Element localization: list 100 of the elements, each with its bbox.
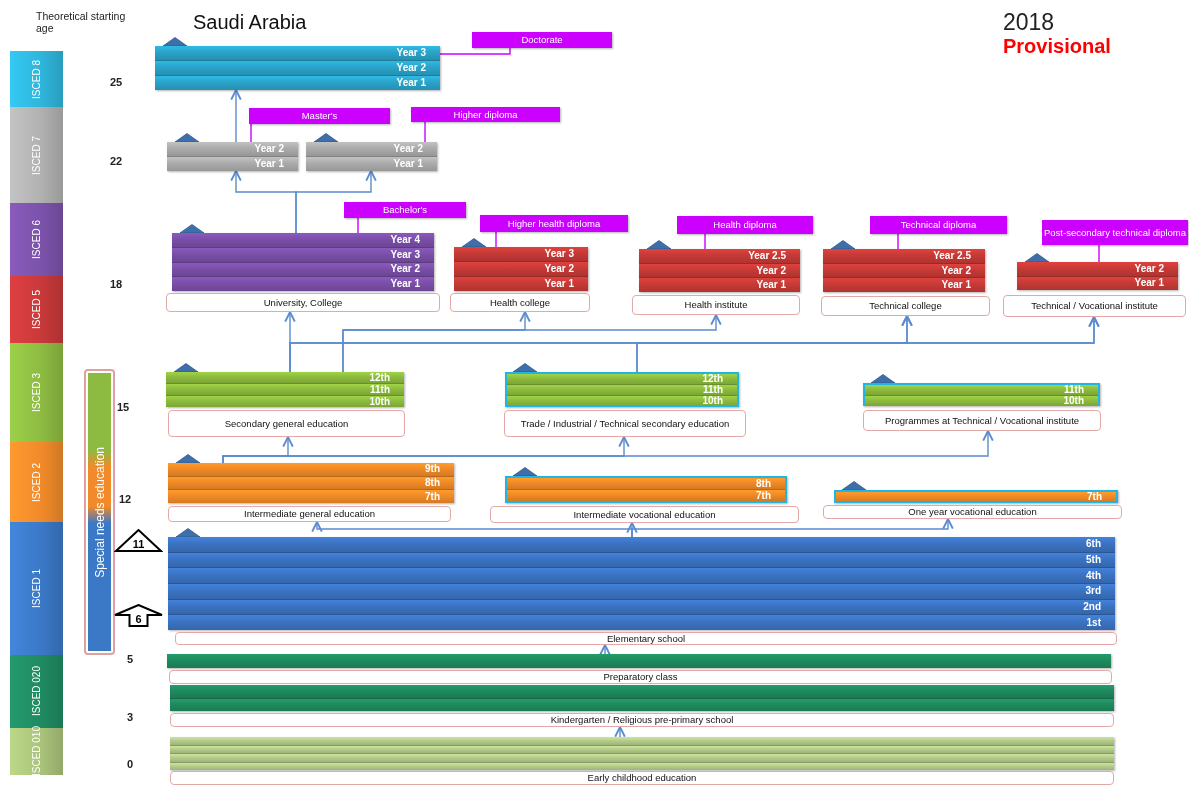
status-label: Provisional [1003, 35, 1111, 57]
programme-name-box: Technical college [821, 296, 990, 316]
programme-bar-stack [306, 133, 437, 171]
grade-row: 3rd [168, 584, 1115, 600]
grade-row: Year 4 [172, 233, 434, 248]
arrow [295, 170, 377, 234]
arrow [631, 518, 954, 538]
programme-bar-stack [454, 238, 588, 291]
grade-row: Year 1 [167, 157, 298, 171]
programme-bar-stack [170, 737, 1114, 770]
grade-row: 10th [166, 396, 404, 407]
age-label: 25 [110, 76, 123, 89]
connector-line [424, 121, 426, 143]
grade-row: 12th [166, 372, 404, 384]
grade-row: 7th [168, 490, 454, 503]
programme-bar-stack [639, 240, 800, 292]
grade-row: 8th [507, 478, 785, 490]
grade-row: 9th [168, 463, 454, 477]
programme-bar-stack [505, 467, 787, 503]
programme-bar-stack [167, 654, 1111, 668]
programme-bar-stack [155, 37, 440, 90]
programme-name-box: Intermediate general education [168, 506, 451, 522]
arrow [636, 316, 1100, 373]
arrow [614, 726, 626, 738]
programme-name-box: Health college [450, 293, 590, 312]
year-label: 2018 [1003, 10, 1055, 36]
grade-row: 10th [507, 396, 737, 406]
qualification-tag: Bachelor's [344, 202, 466, 218]
special-needs-bar: Special needs education [84, 369, 115, 655]
grade-row: 10th [865, 396, 1098, 406]
programme-name-box: Preparatory class [169, 670, 1112, 684]
isced-level-band: ISCED 3 [10, 343, 63, 442]
isced-level-band: ISCED 2 [10, 442, 63, 522]
programme-bar-stack [1017, 253, 1178, 290]
isced-level-band: ISCED 7 [10, 107, 63, 203]
grade-row: Year 1 [454, 277, 588, 291]
grade-row: 6th [168, 537, 1115, 553]
isced-level-band: ISCED 1 [10, 522, 63, 655]
grade-row: 12th [507, 374, 737, 385]
qualification-tag: Master's [249, 108, 390, 124]
arrow [230, 89, 242, 143]
programme-bar-stack [167, 133, 298, 171]
age-label: 0 [127, 758, 134, 771]
age-label: 15 [117, 401, 130, 414]
programme-bar-stack [834, 481, 1118, 503]
grade-row: Year 1 [639, 278, 800, 292]
programme-name-box: Secondary general education [168, 410, 405, 437]
grade-row: Year 2 [167, 142, 298, 157]
grade-row: Year 1 [306, 157, 437, 171]
grade-row: Year 3 [454, 247, 588, 262]
programme-bar-stack [166, 363, 404, 407]
arrow [599, 644, 611, 656]
grade-row: 7th [507, 490, 785, 501]
diagram-title: Saudi Arabia [193, 11, 307, 33]
programme-name-box: Technical / Vocational institute [1003, 295, 1186, 317]
isced-level-band: ISCED 8 [10, 51, 63, 107]
grade-row: Year 3 [155, 46, 440, 61]
grade-row: Year 1 [155, 76, 440, 90]
programme-bar-stack [823, 240, 985, 292]
grade-row: 11th [166, 384, 404, 396]
axis-title: Theoretical starting age [36, 11, 126, 35]
grade-row: Year 2.5 [823, 249, 985, 264]
connector-line [250, 123, 252, 143]
qualification-tag: Technical diploma [870, 216, 1007, 234]
compulsory-age-marker: 6 [114, 604, 163, 627]
qualification-tag: Higher diploma [411, 107, 560, 122]
programme-name-box: Health institute [632, 295, 800, 315]
programme-bar-stack [172, 224, 434, 291]
grade-row: 11th [865, 385, 1098, 396]
grade-row: 4th [168, 568, 1115, 584]
arrow [342, 314, 722, 373]
programme-bar-stack [170, 685, 1114, 711]
programme-name-box: Intermediate vocational education [490, 506, 799, 523]
isced-level-band: ISCED 6 [10, 203, 63, 276]
programme-name-box: University, College [166, 293, 440, 312]
programme-bar-stack [863, 374, 1100, 406]
compulsory-age-marker: 11 [114, 529, 163, 552]
programme-name-box: Elementary school [175, 632, 1117, 645]
qualification-tag: Higher health diploma [480, 215, 628, 232]
connector-line [439, 47, 511, 55]
grade-row: Year 2 [454, 262, 588, 277]
grade-row: Year 2.5 [639, 249, 800, 264]
isced-level-band: ISCED 010 [10, 728, 63, 775]
connector-line [704, 233, 706, 250]
grade-row: 1st [168, 615, 1115, 631]
grade-row: 7th [836, 492, 1116, 502]
programme-bar-stack [505, 363, 739, 407]
grade-row: Year 2 [306, 142, 437, 157]
programme-name-box: Trade / Industrial / Technical secondary education [504, 410, 746, 437]
isced-level-band: ISCED 5 [10, 276, 63, 343]
qualification-tag: Doctorate [472, 32, 612, 48]
grade-row: 11th [507, 385, 737, 396]
programme-bar-stack [168, 528, 1115, 630]
programme-name-box: Kindergarten / Religious pre-primary school [170, 713, 1114, 727]
programme-name-box: One year vocational education [823, 505, 1122, 519]
programme-name-box: Early childhood education [170, 771, 1114, 785]
grade-row: Year 1 [823, 278, 985, 292]
age-label: 18 [110, 278, 123, 291]
connector-line [1098, 244, 1100, 263]
qualification-tag: Post-secondary technical diploma [1042, 220, 1188, 245]
